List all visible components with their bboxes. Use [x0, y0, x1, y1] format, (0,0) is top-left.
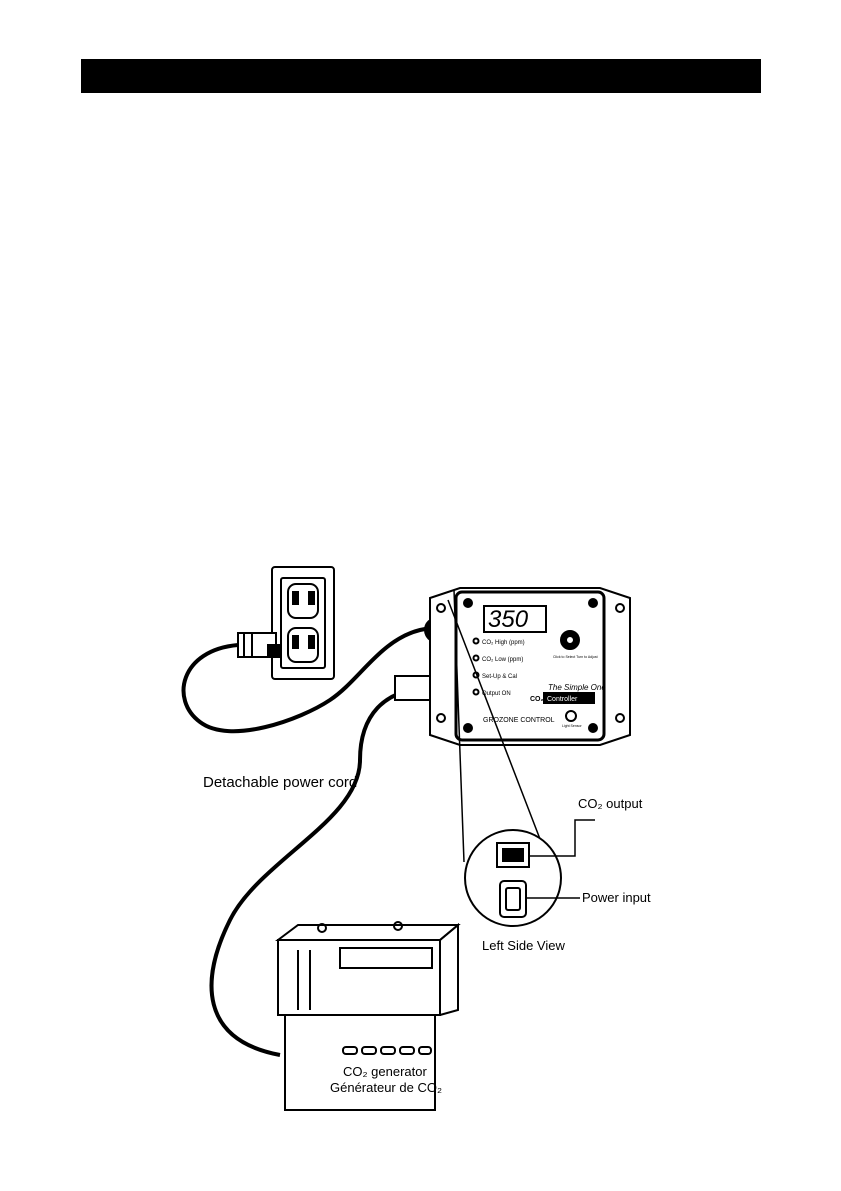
indicator-co2-low: CO₂ Low (ppm) [482, 657, 523, 663]
generator-label-fr: Générateur de CO₂ [330, 1080, 442, 1095]
co2-output-label: CO₂ output [578, 796, 643, 811]
header-bar [81, 59, 761, 93]
co2-label: CO₂ [530, 696, 544, 703]
power-cord-plug [237, 632, 281, 658]
display-value: 350 [488, 606, 529, 633]
brand-script: The Simple One [548, 683, 606, 692]
left-side-view-label: Left Side View [482, 938, 565, 953]
indicator-output-on: Output ON [482, 691, 511, 697]
power-cord-label: Detachable power cord [203, 774, 357, 791]
indicator-co2-high: CO₂ High (ppm) [482, 640, 525, 646]
wall-outlet [271, 566, 335, 680]
light-sensor-label: Light Sensor [562, 724, 582, 728]
controller-label: Controller [547, 696, 578, 703]
power-input-label: Power input [582, 890, 651, 905]
grozone-logo: GROZONE CONTROL [483, 717, 555, 724]
co2-controller [429, 587, 631, 746]
indicator-setup-cal: Set-Up & Cal [482, 674, 517, 680]
generator-label-en: CO₂ generator [343, 1064, 427, 1079]
left-side-view [464, 819, 595, 927]
knob-caption: Click to Select Turn to Adjust [553, 655, 598, 659]
co2-generator [275, 921, 461, 1111]
